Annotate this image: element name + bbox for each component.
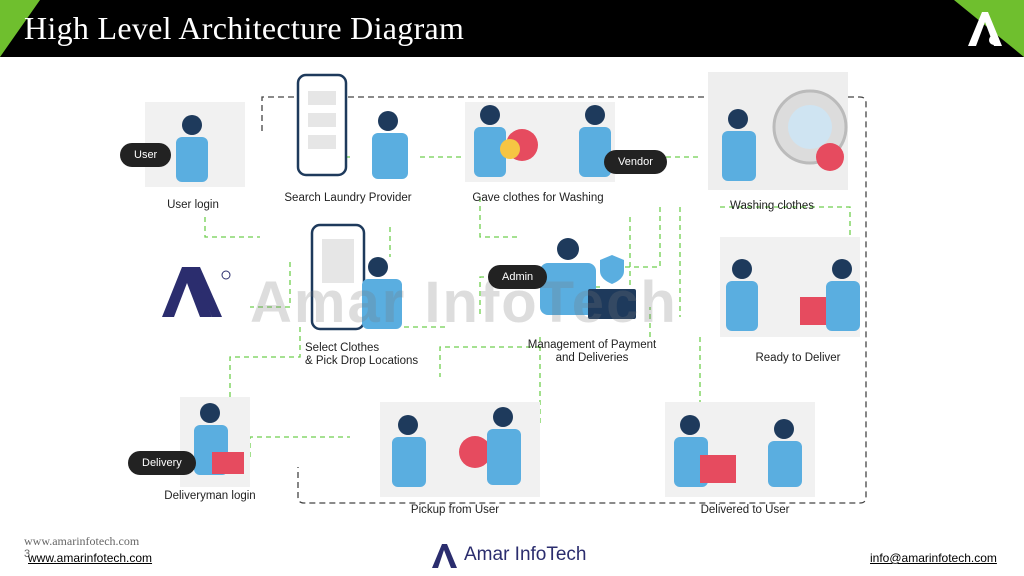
washing-label: Washing clothes	[730, 200, 814, 212]
website-link[interactable]: www.amarinfotech.com	[28, 551, 153, 565]
page-number: 3	[24, 548, 31, 560]
management-label-2: and Deliveries	[555, 352, 629, 364]
select-clothes-scene	[310, 223, 402, 331]
deliveryman-login-label: Deliveryman login	[164, 490, 256, 502]
search-provider-label: Search Laundry Provider	[284, 192, 412, 204]
center-logo-icon	[162, 267, 231, 317]
management-label-1: Management of Payment	[527, 339, 657, 351]
footer-site-text: www.amarinfotech.com	[24, 534, 140, 548]
deliveryman-scene	[180, 397, 250, 487]
page-title: High Level Architecture Diagram	[24, 10, 465, 46]
brand-mark-icon	[432, 544, 457, 568]
admin-tag: Admin	[488, 265, 548, 289]
delivered-label: Delivered to User	[700, 504, 790, 516]
delivered-scene	[665, 402, 815, 497]
ready-to-deliver-scene	[720, 237, 860, 337]
user-tag: User	[120, 143, 172, 167]
footer-brand-name: Amar InfoTech	[464, 544, 587, 565]
pickup-label: Pickup from User	[410, 504, 500, 516]
search-provider-scene	[296, 73, 408, 179]
washing-scene	[708, 72, 848, 190]
email-link[interactable]: info@amarinfotech.com	[870, 551, 997, 565]
select-clothes-label-1: Select Clothes	[305, 342, 380, 354]
admin-scene	[540, 238, 636, 319]
delivery-tag: Delivery	[128, 451, 196, 475]
ready-label: Ready to Deliver	[755, 352, 841, 364]
brand-logo-corner	[944, 0, 1024, 57]
vendor-tag: Vendor	[604, 150, 667, 174]
pickup-scene	[380, 402, 540, 497]
footer-brand-logo: Amar InfoTech	[430, 540, 610, 572]
title-accent	[0, 0, 40, 57]
user-login-label: User login	[167, 199, 219, 211]
select-clothes-label-2: & Pick Drop Locations	[305, 355, 419, 367]
watermark: Amar InfoTech	[250, 270, 678, 335]
gave-clothes-label: Gave clothes for Washing	[472, 192, 604, 204]
gave-clothes-scene	[465, 102, 615, 182]
outer-loop-connector	[261, 96, 867, 504]
architecture-diagram: Amar InfoTech User Vendor Admin Delivery…	[0, 57, 1024, 576]
title-bar: High Level Architecture Diagram	[0, 0, 1024, 57]
